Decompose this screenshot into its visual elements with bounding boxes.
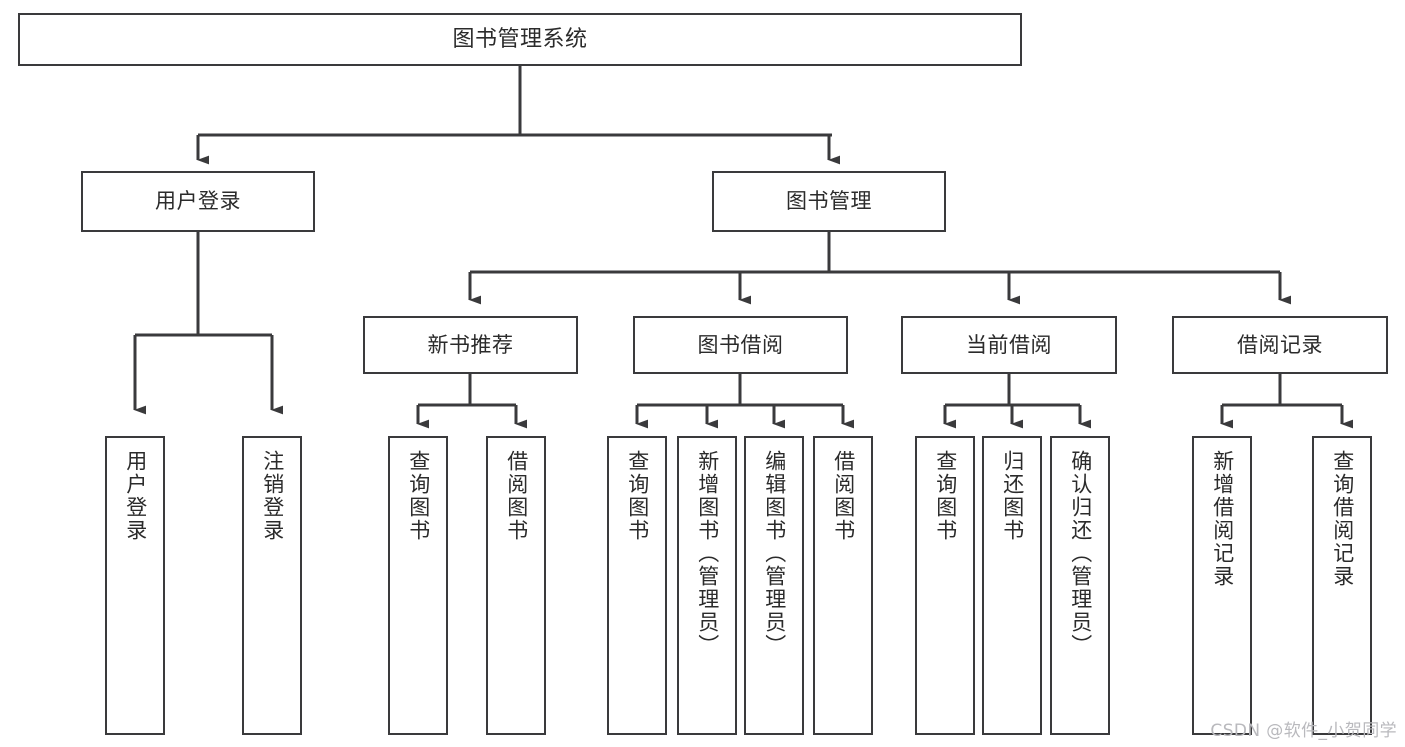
leaf-query-book-borrow[interactable]: 查询图书: [607, 436, 667, 735]
leaf-query-borrow-record[interactable]: 查询借阅记录: [1312, 436, 1372, 735]
node-label: 新增图书（管理员）: [695, 450, 720, 657]
node-root[interactable]: 图书管理系统: [18, 13, 1022, 66]
leaf-query-book-recommend[interactable]: 查询图书: [388, 436, 448, 735]
node-label: 用户登录: [155, 189, 241, 214]
node-label: 查询图书: [933, 450, 958, 542]
node-user-login[interactable]: 用户登录: [81, 171, 315, 232]
node-new-book-recommend[interactable]: 新书推荐: [363, 316, 578, 374]
node-label: 编辑图书（管理员）: [762, 450, 787, 657]
node-label: 新书推荐: [427, 332, 514, 357]
leaf-edit-book-admin[interactable]: 编辑图书（管理员）: [744, 436, 804, 735]
node-label: 当前借阅: [966, 332, 1052, 357]
node-label: 查询图书: [406, 450, 431, 542]
node-label: 图书管理系统: [452, 26, 588, 52]
node-label: 用户登录: [123, 450, 148, 542]
node-label: 查询借阅记录: [1330, 450, 1355, 588]
node-label: 借阅记录: [1237, 332, 1323, 357]
node-borrow-record[interactable]: 借阅记录: [1172, 316, 1388, 374]
leaf-borrow-book-recommend[interactable]: 借阅图书: [486, 436, 546, 735]
node-book-management[interactable]: 图书管理: [712, 171, 946, 232]
leaf-user-login[interactable]: 用户登录: [105, 436, 165, 735]
node-label: 借阅图书: [831, 450, 856, 542]
node-label: 注销登录: [260, 450, 285, 542]
node-current-borrow[interactable]: 当前借阅: [901, 316, 1117, 374]
node-label: 借阅图书: [504, 450, 529, 542]
leaf-add-book-admin[interactable]: 新增图书（管理员）: [677, 436, 737, 735]
node-book-borrow[interactable]: 图书借阅: [633, 316, 848, 374]
node-label: 新增借阅记录: [1210, 450, 1235, 588]
node-label: 图书管理: [786, 189, 872, 214]
leaf-logout[interactable]: 注销登录: [242, 436, 302, 735]
leaf-query-book-current[interactable]: 查询图书: [915, 436, 975, 735]
leaf-confirm-return-admin[interactable]: 确认归还（管理员）: [1050, 436, 1110, 735]
watermark: CSDN @软件_小贺同学: [1210, 721, 1397, 741]
leaf-add-borrow-record[interactable]: 新增借阅记录: [1192, 436, 1252, 735]
node-label: 查询图书: [625, 450, 650, 542]
leaf-borrow-book[interactable]: 借阅图书: [813, 436, 873, 735]
node-label: 确认归还（管理员）: [1068, 450, 1093, 657]
node-label: 图书借阅: [697, 332, 784, 357]
node-label: 归还图书: [1000, 450, 1025, 542]
leaf-return-book[interactable]: 归还图书: [982, 436, 1042, 735]
